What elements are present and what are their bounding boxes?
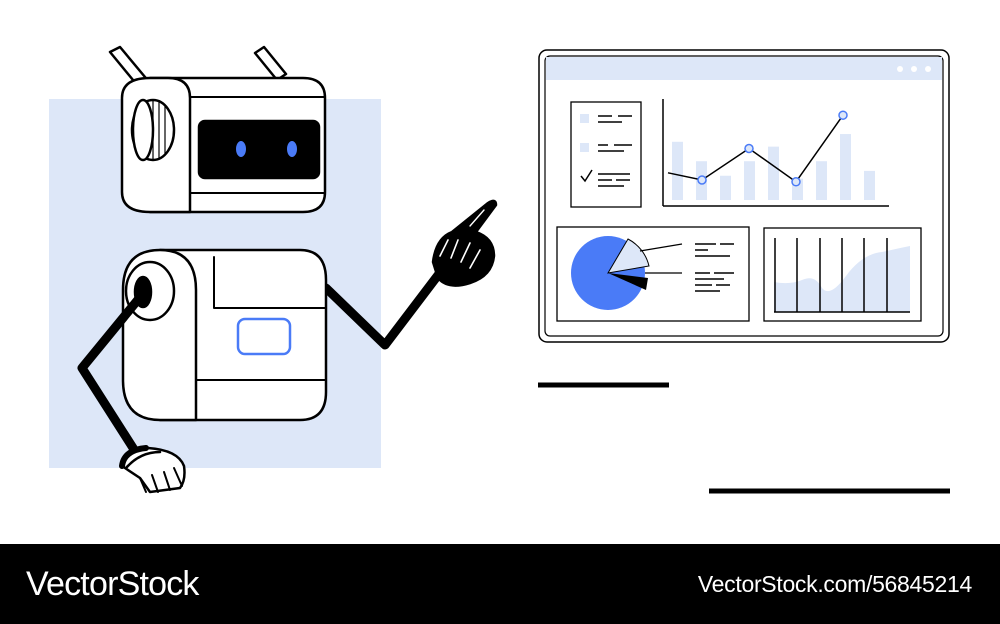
combo-bar [768,146,779,200]
robot-pointing-arm [321,199,498,350]
robot [77,45,498,494]
combo-bar [816,161,827,200]
robot-right-eye [287,141,297,157]
watermark-footer: VectorStock VectorStock.com/56845214 [0,544,1000,624]
checkmark-icon [580,169,593,183]
combo-bar [720,175,731,200]
combo-bar [840,134,851,200]
window-dot-3 [925,66,931,72]
pie-card [556,226,750,322]
combo-line-point [838,110,848,120]
vectorstock-brand: VectorStock [26,564,199,603]
robot-head [120,76,327,214]
combo-bar [672,141,683,200]
window-dot-2 [911,66,917,72]
area-fill [774,246,910,312]
robot-left-eye [236,141,246,157]
checklist-card [570,101,642,208]
robot-visor [197,119,321,180]
window-dot-1 [897,66,903,72]
combo-bar [744,161,755,200]
combo-points [697,110,848,187]
combo-line-point [697,175,707,185]
combo-bar [792,178,803,200]
combo-bar [864,170,875,200]
window-title-bar [546,57,942,80]
dashboard-window [538,49,950,343]
pie-dark-slice [608,273,648,290]
area-chart-card [763,227,922,322]
robot-pointing-hand [431,199,498,287]
robot-body [121,248,328,422]
robot-chest-panel [236,317,292,356]
robot-lower-arm [77,291,186,494]
combo-line-point [744,143,754,154]
combo-line-point [791,177,801,187]
stock-image-id: VectorStock.com/56845214 [697,570,972,597]
combo-chart [662,99,889,207]
illustration [49,45,950,494]
